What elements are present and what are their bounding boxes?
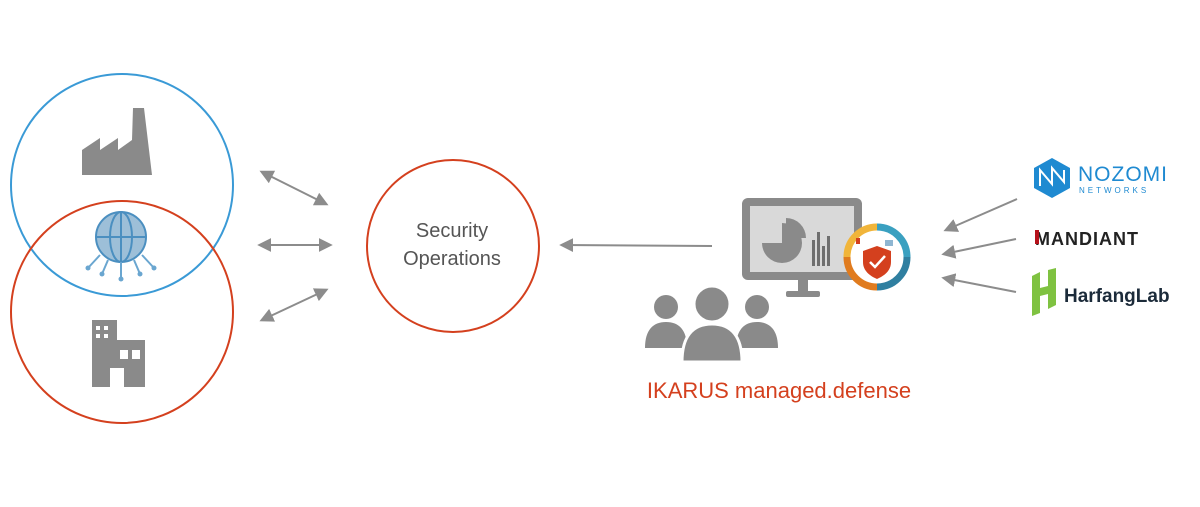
globe-network-icon <box>85 211 157 282</box>
product-to-soc-arrow <box>559 238 713 253</box>
nozomi-wordmark: NOZOMI <box>1078 163 1168 186</box>
harfanglab-wordmark: HarfangLab <box>1064 286 1170 307</box>
security-operations-line1: Security <box>416 220 488 242</box>
nozomi-arrow <box>943 198 1018 232</box>
security-operations-circle <box>366 159 540 333</box>
monitor-dashboard-icon <box>742 198 862 297</box>
office-building-icon <box>92 320 145 387</box>
harfanglab-arrow <box>941 273 1017 293</box>
factory-icon <box>82 108 152 175</box>
mandiant-wordmark: MANDIANT <box>1035 229 1139 249</box>
harfanglab-logo: HarfangLab <box>1032 268 1170 316</box>
bidirectional-arrow-top <box>259 170 329 206</box>
ot-environment-circle <box>10 200 234 424</box>
security-shield-badge-icon <box>843 223 911 291</box>
mandiant-logo: MANDIANT <box>1035 229 1139 249</box>
product-name: IKARUS managed.defense <box>647 378 911 403</box>
bidirectional-arrow-bottom <box>259 288 329 322</box>
nozomi-networks-logo: NOZOMI NETWORKS <box>1034 158 1168 198</box>
it-environment-circle <box>10 73 234 297</box>
mandiant-arrow <box>941 238 1017 259</box>
team-people-icon <box>645 284 778 364</box>
security-operations-line2: Operations <box>403 248 501 270</box>
nozomi-networks-subtitle: NETWORKS <box>1079 186 1149 195</box>
